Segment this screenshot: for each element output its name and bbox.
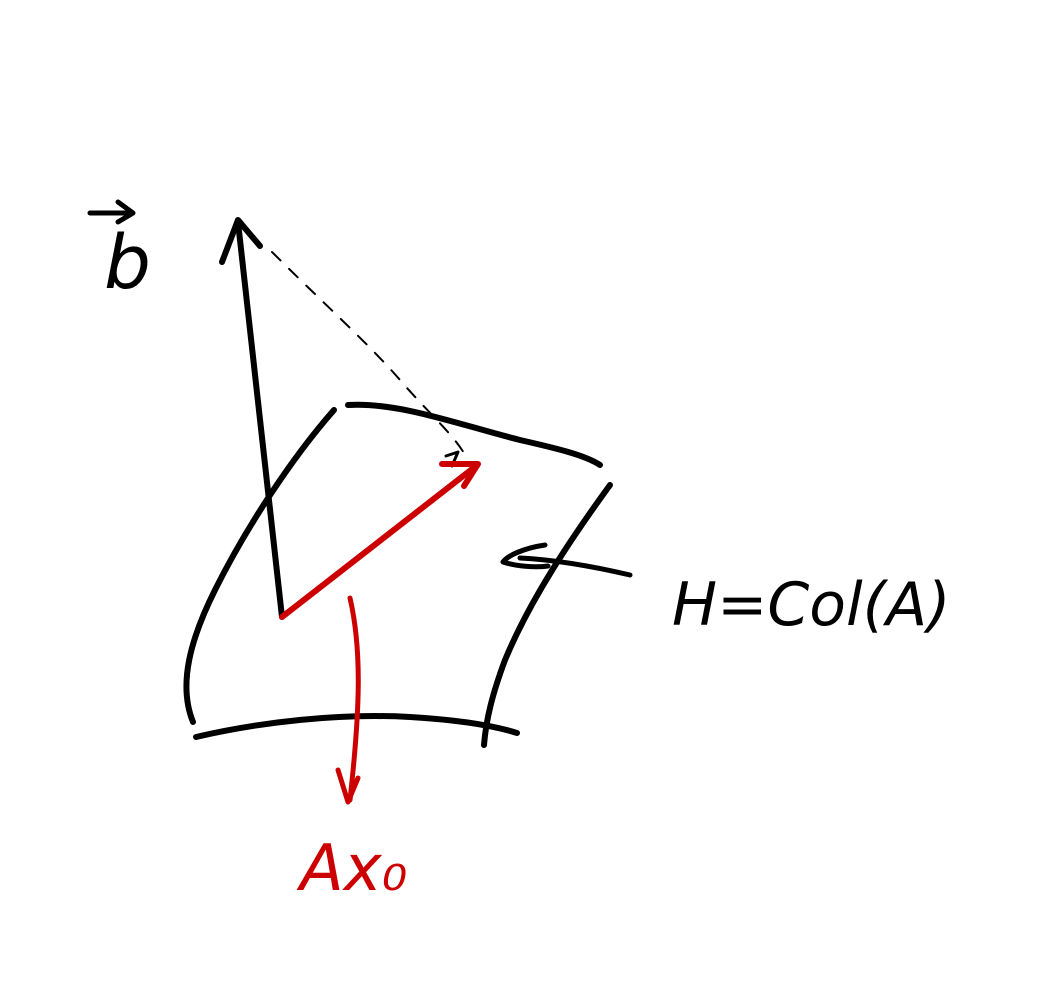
subspace-pointer-line — [517, 555, 633, 578]
plane-bottom-edge — [193, 713, 520, 740]
subspace-label: H=Col(A) — [672, 570, 951, 640]
projection-vector — [279, 461, 481, 620]
projection-label: Ax₀ — [296, 832, 407, 906]
vector-b-shaft — [235, 219, 285, 620]
plane-top-edge — [345, 401, 603, 468]
projection-arrowhead — [439, 461, 481, 489]
residual-dashed-line — [271, 251, 469, 461]
vector-b-arrowhead — [219, 217, 263, 265]
vector-b — [219, 217, 285, 620]
projection-pointer-line — [347, 595, 361, 803]
plane-left-edge — [183, 407, 337, 725]
subspace-plane — [183, 401, 613, 748]
vector-b-over-arrow — [87, 199, 136, 225]
projection-pointer-head — [335, 767, 361, 805]
projection-shaft — [279, 463, 479, 620]
projection-pointer — [335, 595, 361, 805]
plane-right-edge — [481, 482, 613, 748]
vector-b-label: b — [104, 220, 151, 306]
subspace-pointer-head — [500, 542, 551, 570]
subspace-pointer — [500, 542, 633, 578]
